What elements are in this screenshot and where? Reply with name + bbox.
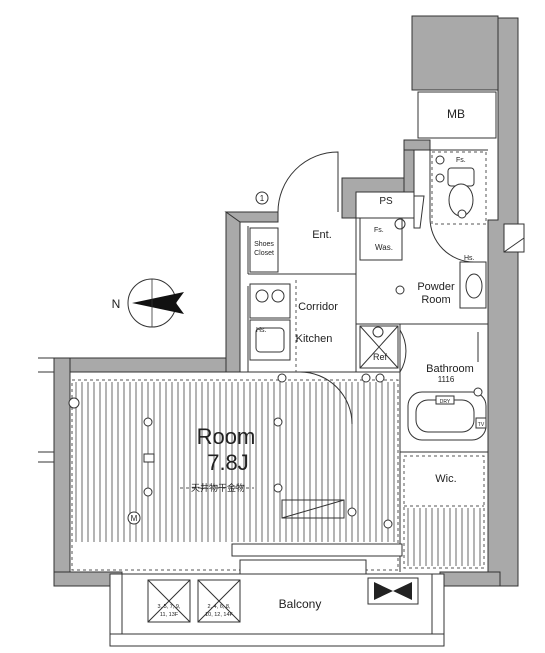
balcony-note-left-1: 3, 5, 7, 9, (158, 604, 181, 610)
washer-label: Was. (375, 243, 393, 252)
bath-faucet (473, 387, 483, 397)
toilet-tank (447, 167, 475, 187)
entrance-label: Ent. (312, 229, 332, 241)
mb-box (417, 91, 497, 139)
balcony-hatch-right (197, 579, 241, 623)
wic-hatch (407, 508, 481, 566)
bathroom-size: 1116 (438, 375, 455, 384)
walls (53, 15, 519, 647)
bathroom-door-swing (399, 329, 407, 373)
exterior-door-swing (503, 237, 525, 253)
corridor-label: Corridor (298, 301, 338, 313)
ref-cross (359, 325, 399, 369)
washer-tap (394, 218, 406, 230)
powder-room-label-2: Room (421, 294, 450, 306)
compass (127, 278, 184, 328)
tv-label: TV (478, 422, 485, 428)
left-wall-ticks (38, 357, 54, 463)
exterior-door (503, 223, 525, 253)
dry-label: DRY (440, 399, 451, 405)
room-door-swing (299, 371, 353, 425)
shoes-closet-label-1: Shoes (254, 241, 274, 248)
m-marker (127, 511, 141, 525)
step-graphic (281, 499, 345, 519)
fs-washer-label: Fs. (374, 227, 384, 234)
room-size: 7.8J (207, 450, 249, 475)
outlet-b (375, 373, 385, 383)
balcony-label: Balcony (279, 597, 322, 611)
outlet-a (361, 373, 371, 383)
room-outline (71, 379, 399, 571)
stove (249, 283, 291, 319)
kitchen-label: Kitchen (296, 333, 333, 345)
ps-label: PS (379, 196, 393, 207)
room-label: Room (197, 424, 256, 449)
washer-space (359, 217, 403, 261)
powder-door-swing (429, 217, 475, 263)
dryer-box (435, 395, 455, 405)
mb-label: MB (447, 107, 465, 121)
toilet-outlet (457, 209, 467, 219)
burner-1 (255, 289, 269, 303)
column-marker (255, 191, 269, 205)
toilet-fixture (435, 155, 445, 165)
burner-2 (271, 289, 285, 303)
compass-north-label: N (112, 297, 121, 311)
bathroom-label: Bathroom (426, 363, 474, 375)
shoes-closet (249, 227, 279, 273)
balcony-note-right-2: 10, 12, 14F (205, 612, 233, 618)
kitchen-sink (249, 319, 291, 361)
ref-outlet (372, 326, 384, 338)
ac-unit (367, 577, 419, 605)
bathtub (407, 391, 487, 441)
fs-toilet-label: Fs. (456, 157, 466, 164)
powder-room-label-1: Powder (417, 281, 455, 293)
wic-label: Wic. (435, 473, 456, 485)
tv-box (475, 417, 487, 429)
room-floor-hatch (75, 382, 395, 542)
toilet-light (435, 173, 445, 183)
shoes-closet-label-2: Closet (254, 250, 274, 257)
balcony-note-left-2: 11, 13F (160, 612, 179, 618)
m-marker-label: M (131, 514, 138, 523)
powder-light (395, 285, 405, 295)
room-fixtures (68, 373, 393, 529)
kitchen-basin (255, 327, 285, 353)
vanity-basin (465, 273, 483, 299)
balcony-hatch-left (147, 579, 191, 623)
balcony-note-right-1: 2, 4, 6, 8, (208, 604, 231, 610)
balcony-door (239, 559, 367, 575)
hs-kitchen-label: Hs. (256, 327, 267, 334)
floor-window-strip (231, 543, 403, 557)
column-marker-label: 1 (260, 194, 265, 203)
entrance-door-swing (277, 151, 339, 213)
ps-door-mark (413, 195, 425, 229)
toilet-area (431, 151, 487, 225)
ref-label: Ref (373, 352, 388, 362)
hs-powder-label: Hs. (464, 255, 475, 262)
